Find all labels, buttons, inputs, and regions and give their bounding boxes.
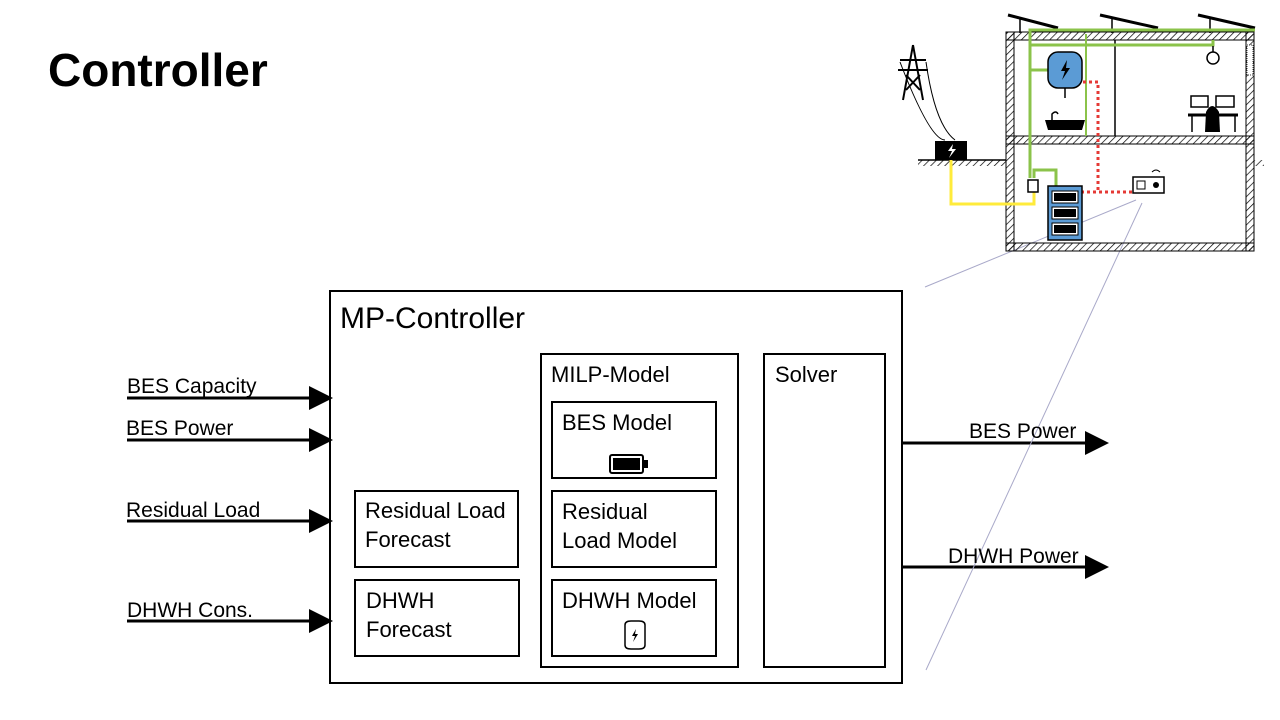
dhwh-forecast-box: DHWH Forecast (354, 579, 520, 657)
residual-load-model-line2: Load Model (562, 528, 677, 553)
slide-title: Controller (48, 44, 268, 96)
milp-model-box: MILP-Model (540, 353, 739, 668)
mp-controller-box: MP-Controller (329, 290, 903, 684)
dhwh-forecast-line1: DHWH (366, 588, 435, 613)
battery-icon (609, 454, 648, 474)
input-label-residual-load: Residual Load (126, 499, 261, 522)
milp-model-title: MILP-Model (551, 362, 670, 387)
solver-title: Solver (775, 362, 838, 387)
dhwh-model-label: DHWH Model (562, 588, 697, 613)
input-label-bes-power: BES Power (126, 417, 234, 440)
bes-model-label: BES Model (562, 410, 673, 435)
output-label-bes-power: BES Power (969, 420, 1077, 443)
house-illustration-icon (898, 13, 1264, 252)
output-label-dhwh-power: DHWH Power (948, 545, 1079, 568)
water-heater-icon (624, 620, 646, 650)
dhwh-model-box: DHWH Model (551, 579, 717, 657)
residual-load-model-line1: Residual (562, 499, 648, 524)
residual-load-forecast-box: Residual Load Forecast (354, 490, 519, 568)
solver-box: Solver (763, 353, 886, 668)
solar-panels (1007, 13, 1256, 33)
residual-load-forecast-line1: Residual Load (365, 498, 506, 523)
residual-load-model-box: Residual Load Model (551, 490, 717, 568)
mp-controller-title: MP-Controller (340, 302, 526, 335)
dhwh-forecast-line2: Forecast (366, 617, 452, 642)
input-label-bes-capacity: BES Capacity (127, 375, 257, 398)
residual-load-forecast-line2: Forecast (365, 527, 451, 552)
zoom-line-bottom (925, 202, 1143, 671)
input-label-dhwh-cons: DHWH Cons. (127, 599, 254, 622)
power-pylon-icon (898, 44, 928, 101)
bes-model-box: BES Model (551, 401, 717, 479)
